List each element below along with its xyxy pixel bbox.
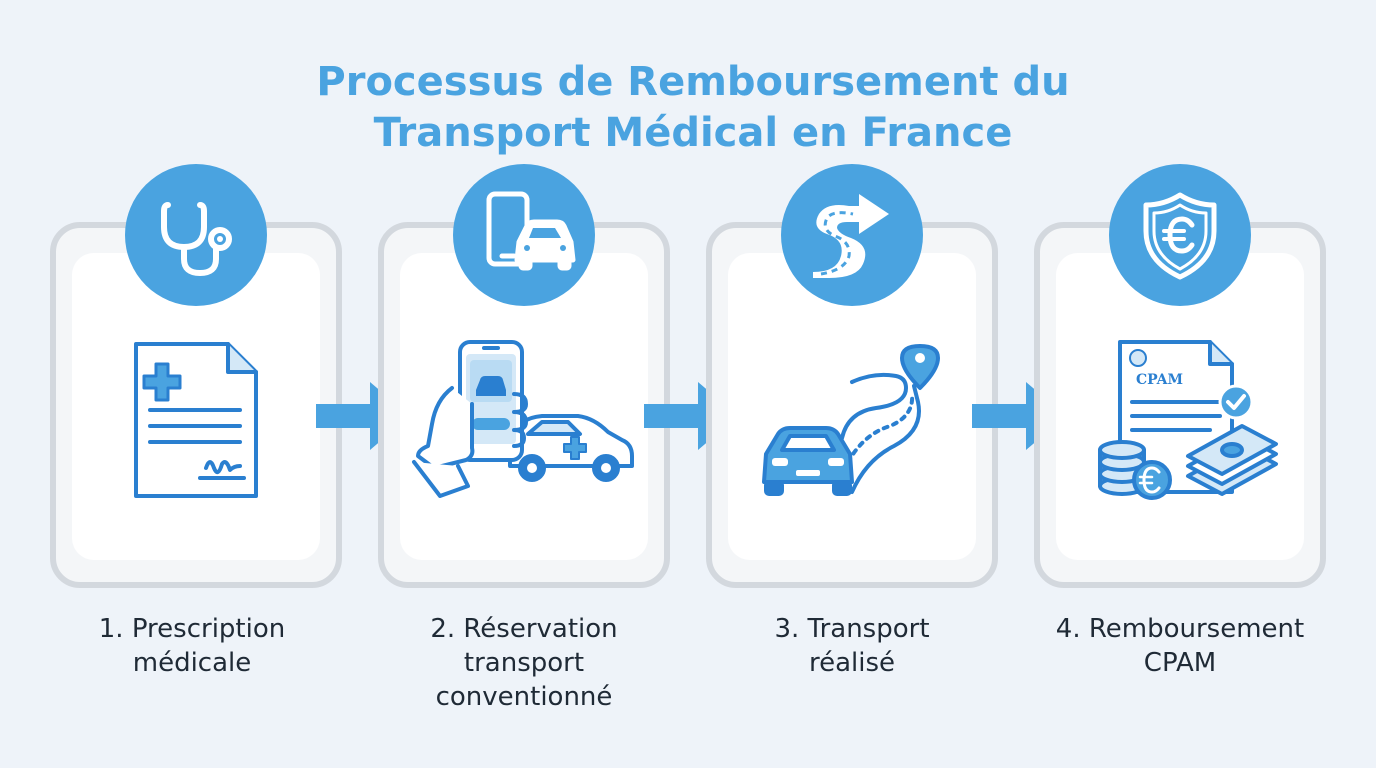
step-2-label: 2. Réservation transport conventionné [430,614,618,712]
phone-car-icon [486,191,576,271]
title-line-2: Transport Médical en France [373,109,1013,156]
title-line-1: Processus de Remboursement du [316,58,1070,105]
stethoscope-icon [161,202,232,276]
cpam-doc-text: CPAM [1136,372,1183,388]
step-4-label: 4. Remboursement CPAM [1055,614,1305,678]
car-route-pin-icon [762,344,940,496]
prescription-document-icon [134,342,258,498]
cpam-reimbursement-icon: CPAM [1098,340,1278,500]
step-4-badge [1109,164,1251,306]
step-1-label: 1. Prescription médicale [98,614,286,678]
step-3-label: 3. Transport réalisé [774,614,930,678]
euro-shield-icon [1143,192,1217,280]
page-title: Processus de Remboursement du Transport … [0,57,1376,159]
booking-app-ambulance-icon [412,340,634,498]
step-1-badge [125,164,267,306]
step-2-badge [453,164,595,306]
step-3-badge [781,164,923,306]
winding-road-arrow-icon [813,194,889,278]
